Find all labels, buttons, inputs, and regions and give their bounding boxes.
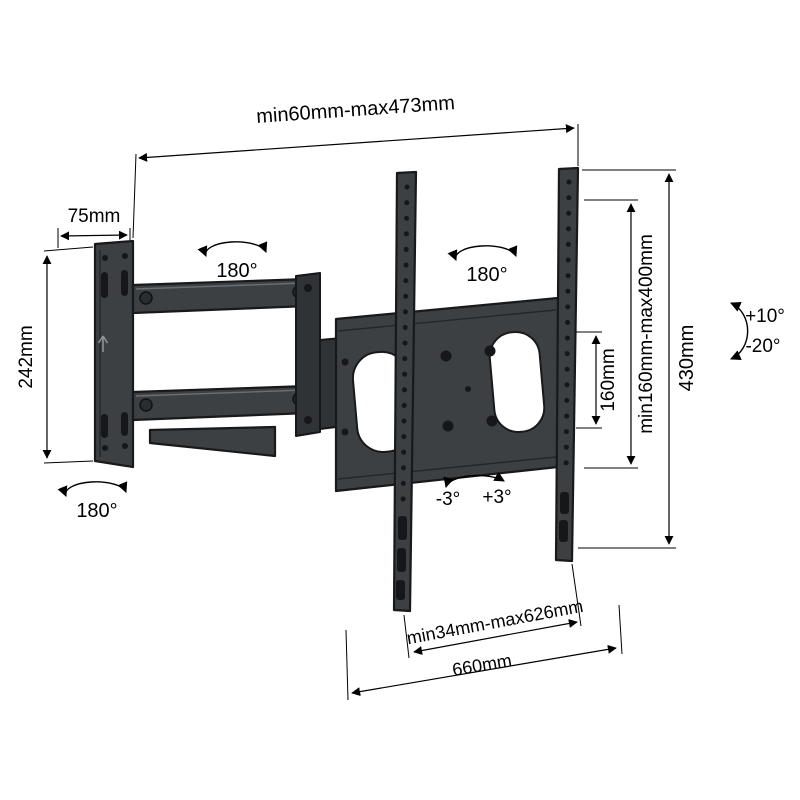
left-rail (392, 170, 418, 613)
level-adjust-indicator: -3° +3° (436, 471, 512, 510)
swivel-left-arc (197, 241, 268, 257)
swivel-left-indicator: 180° (197, 241, 268, 282)
upper-arm-pivot (139, 291, 153, 305)
label-arm-swivel-left: 180° (216, 260, 257, 282)
up-arrow-marking (97, 335, 109, 352)
label-wall-plate-width: 75mm (68, 206, 121, 227)
label-arm-swivel-right: 180° (466, 264, 507, 286)
label-vesa-vertical-range: min160mm-max400mm (636, 234, 657, 434)
right-rail-holes (563, 179, 572, 481)
elbow-vertical-link (295, 272, 321, 437)
dim-wall-plate-width: 75mm (57, 206, 131, 248)
label-level-adjust-left: -3° (436, 489, 461, 510)
upper-arm (131, 277, 310, 315)
label-vesa-hole-spacing: 160mm (598, 348, 619, 411)
dim-rail-horizontal-range: min34mm-max626mm (403, 563, 585, 659)
dim-bracket-height: 430mm (578, 169, 698, 549)
dim-vesa-hole-spacing: 160mm (576, 331, 619, 429)
base-swivel-indicator: 180° (57, 481, 128, 522)
label-bracket-height: 430mm (676, 325, 698, 392)
right-rail-body (554, 166, 580, 563)
label-wall-plate-height: 242mm (16, 325, 37, 388)
swivel-right-indicator: 180° (447, 245, 518, 286)
label-extension-range: min60mm-max473mm (256, 92, 456, 128)
wall-plate-holes (101, 253, 128, 451)
label-rail-horizontal-range: min34mm-max626mm (405, 596, 585, 648)
wall-plate (93, 239, 135, 469)
dim-vesa-vertical-range: min160mm-max400mm (584, 199, 657, 469)
label-level-adjust-right: +3° (482, 487, 511, 508)
vesa-plate (334, 296, 560, 493)
lower-arm (131, 384, 310, 422)
right-rail-slots (559, 492, 569, 542)
base-swivel-arc (57, 481, 128, 497)
plate-cutout-right (488, 331, 546, 433)
level-adjust-arc (443, 471, 505, 489)
dim-wall-plate-height: 242mm (16, 246, 94, 464)
tilt-indicator: +10° -20° (730, 302, 785, 360)
left-rail-slots (396, 516, 407, 600)
tilt-arc (730, 302, 749, 360)
lower-arm-pivot (139, 398, 153, 412)
label-tilt-up: +10° (745, 306, 785, 327)
dim-extension-range: min60mm-max473mm (132, 92, 579, 239)
label-tilt-down: -20° (745, 336, 780, 357)
vesa-holes (341, 345, 498, 436)
label-bracket-width: 660mm (451, 650, 514, 680)
right-rail (554, 166, 580, 563)
cable-cover-wedge (148, 425, 277, 458)
left-rail-holes (400, 184, 410, 508)
label-base-swivel: 180° (76, 500, 117, 522)
swivel-right-arc (447, 245, 518, 261)
